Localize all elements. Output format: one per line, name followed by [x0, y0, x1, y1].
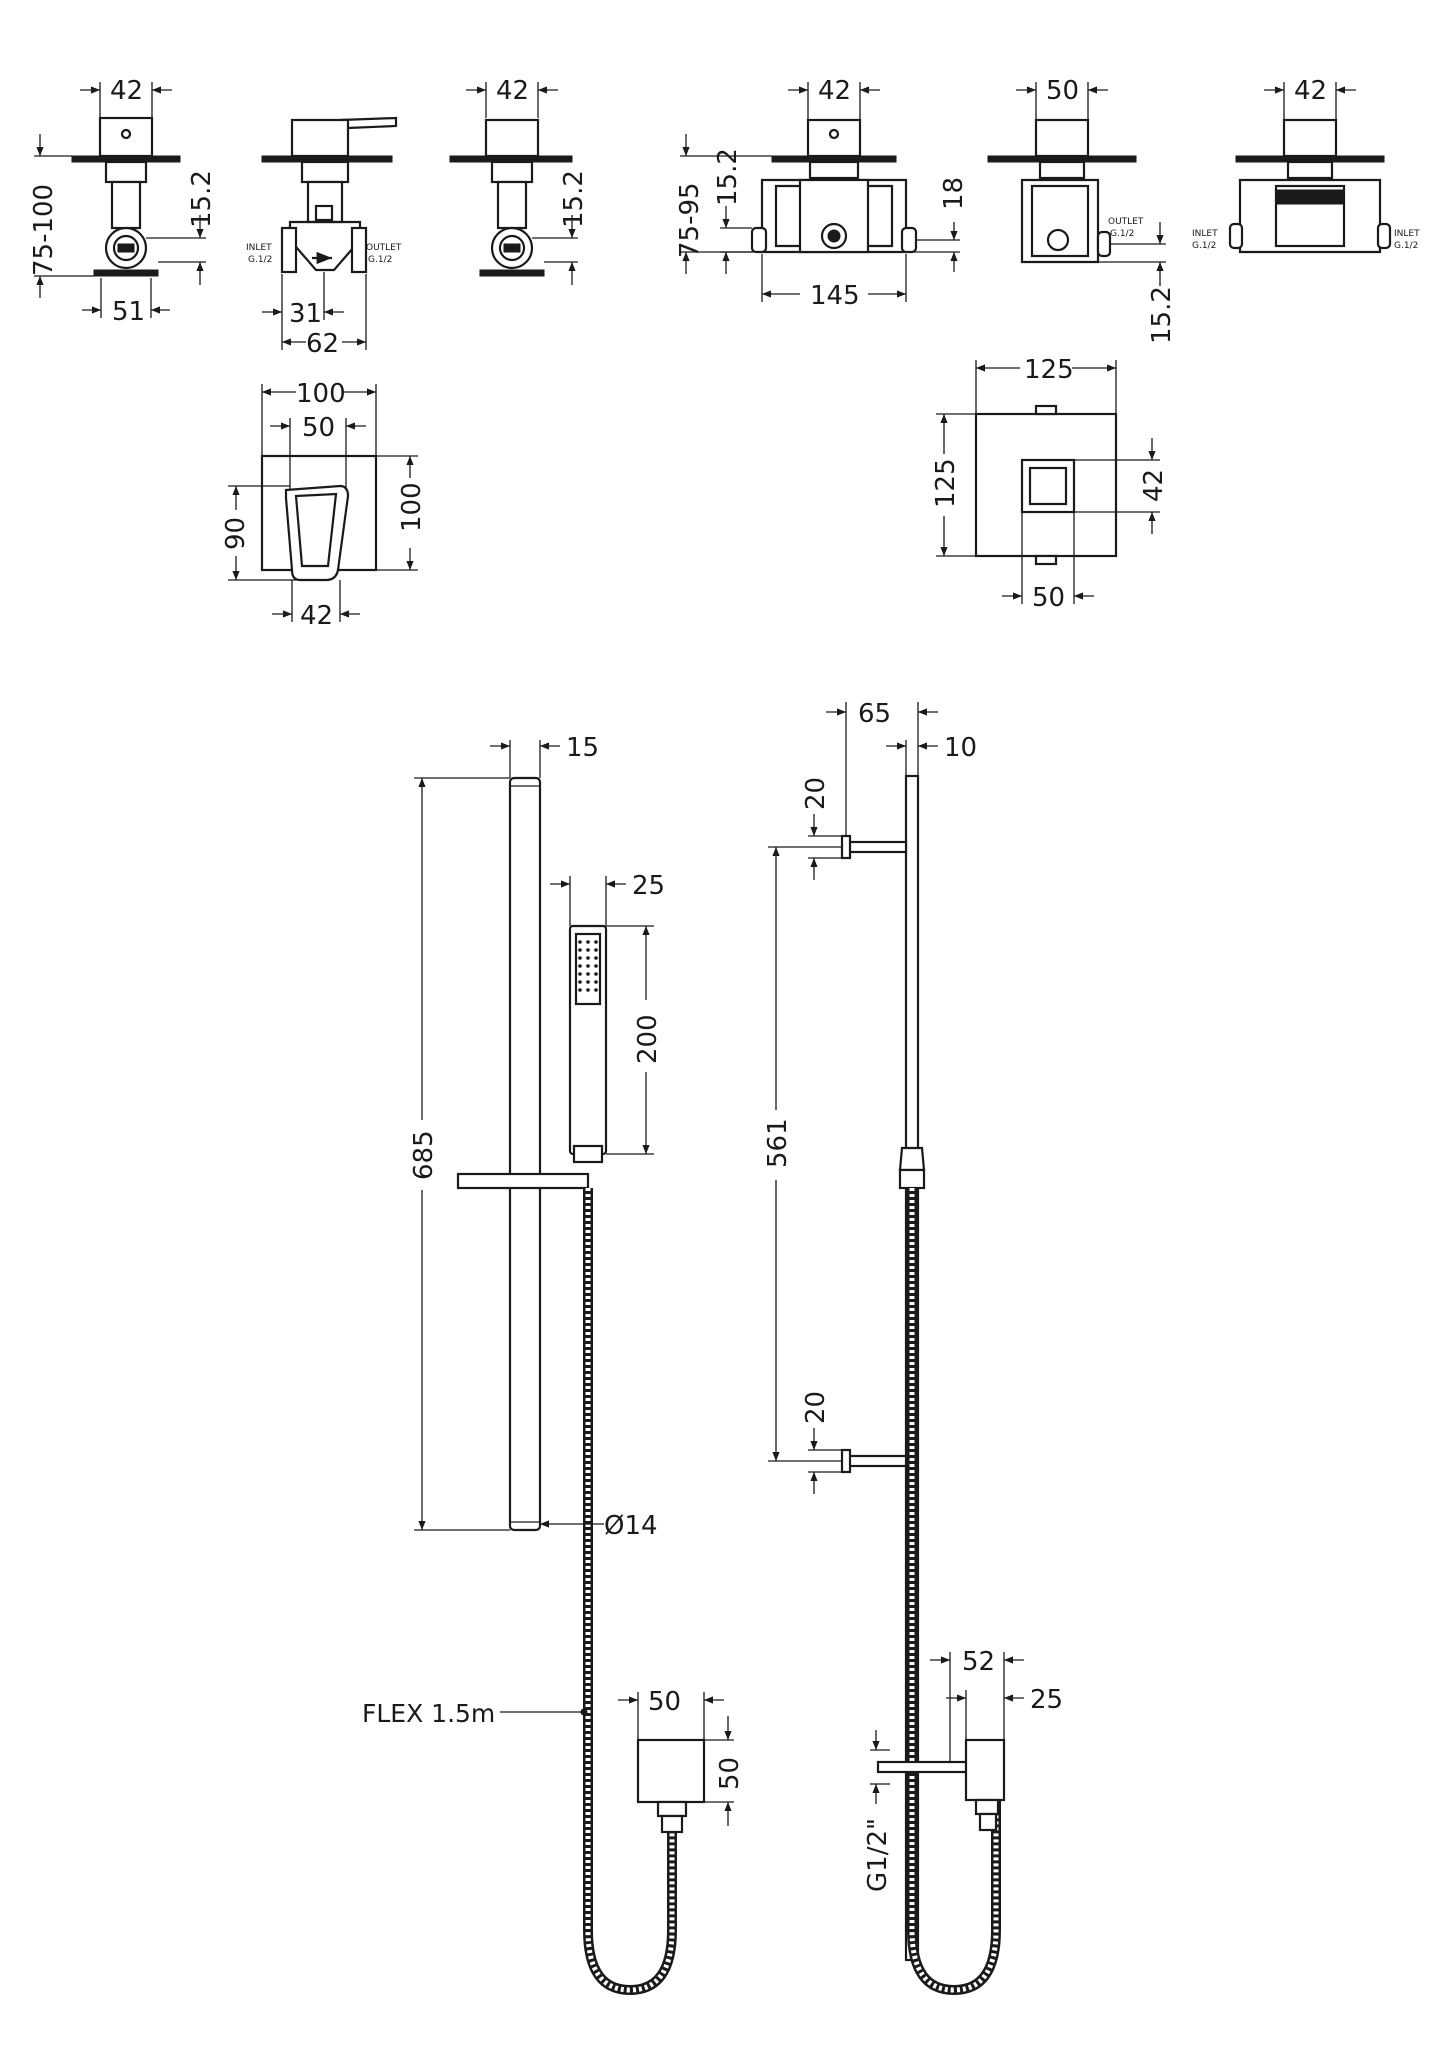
riser-rail-front-view: 15 685 25 200 Ø14 FLEX 1.5m 50: [362, 733, 745, 1996]
outlet-height-label: 50: [715, 1757, 745, 1790]
valve-c-width-label: 42: [496, 76, 529, 106]
inlet-label: INLET: [246, 243, 272, 253]
valve-b-half-label: 31: [289, 299, 322, 329]
box-c-inlet-left-size-label: G.1/2: [1192, 241, 1216, 251]
valve-c-offset-label: 15.2: [559, 170, 589, 228]
plate-inner-width-label: 50: [302, 413, 335, 443]
plate-height-label: 100: [397, 482, 427, 532]
plate-outer-width-label: 100: [296, 379, 346, 409]
valve-side-view-c: 42 15.2: [449, 76, 589, 285]
valve-a-offset-label: 15.2: [187, 170, 217, 228]
square-plate-bottom-label: 50: [1032, 583, 1065, 613]
rail-diameter-label: Ø14: [604, 1511, 658, 1541]
box-a-length-label: 145: [810, 281, 860, 311]
square-plate-width-label: 125: [1024, 355, 1074, 385]
box-b-outlet-label: OUTLET: [1108, 217, 1144, 227]
box-a-depth-label: 75-95: [675, 182, 705, 258]
box-b-outlet-size-label: G.1/2: [1110, 229, 1134, 239]
side-outlet-projection-label: 52: [962, 1647, 995, 1677]
plate-lever-width-label: 42: [300, 601, 333, 631]
box-a-offset-label: 15.2: [713, 148, 743, 206]
valve-a-width-label: 42: [110, 76, 143, 106]
valve-a-depth-label: 75-100: [29, 184, 59, 276]
side-bracket-bottom-label: 20: [801, 1391, 831, 1424]
handset-width-label: 25: [632, 871, 665, 901]
side-projection-label: 65: [858, 699, 891, 729]
valve-b-width-label: 62: [306, 329, 339, 359]
outlet-label: OUTLET: [366, 243, 402, 253]
rail-width-label: 15: [566, 733, 599, 763]
box-b-width-label: 50: [1046, 76, 1079, 106]
valve-a-base-label: 51: [112, 297, 145, 327]
side-rail-depth-label: 10: [944, 733, 977, 763]
rail-length-label: 685: [409, 1130, 439, 1180]
box-c-inlet-right-size-label: G.1/2: [1394, 241, 1418, 251]
box-view-c: 42 INLET G.1/2 INLET G.1/2: [1192, 76, 1420, 254]
box-b-offset-label: 15.2: [1147, 286, 1177, 344]
lever-plate-front-view: 100 50 90 100 42: [221, 379, 427, 631]
side-bracket-centres-label: 561: [763, 1118, 793, 1168]
side-thread-label: G1/2": [863, 1818, 893, 1892]
valve-section-view-b: INLET G.1/2 OUTLET G.1/2 31 62: [246, 116, 402, 359]
box-a-width-label: 42: [818, 76, 851, 106]
plate-lever-height-label: 90: [221, 517, 251, 550]
square-plate-knob-label: 42: [1139, 469, 1169, 502]
box-c-width-label: 42: [1294, 76, 1327, 106]
outlet-size-label: G.1/2: [368, 255, 392, 265]
flex-hose-label: FLEX 1.5m: [362, 1699, 495, 1728]
handset-spray-nozzles: [578, 940, 598, 992]
box-view-b: 50 OUTLET G.1/2 15.2: [987, 76, 1177, 344]
box-c-inlet-left-label: INLET: [1192, 229, 1218, 239]
outlet-width-label: 50: [648, 1687, 681, 1717]
square-plate-height-label: 125: [931, 458, 961, 508]
side-outlet-depth-label: 25: [1030, 1685, 1063, 1715]
box-view-a: 42 75-95 15.2 18 145: [675, 76, 969, 311]
riser-rail-side-view: 65 10 20 561 20 52 25: [763, 699, 1063, 1996]
box-a-side-label: 18: [939, 177, 969, 210]
inlet-size-label: G.1/2: [248, 255, 272, 265]
box-c-inlet-right-label: INLET: [1394, 229, 1420, 239]
side-bracket-top-label: 20: [801, 777, 831, 810]
valve-side-view-a: 42 75-100 15.2 51: [29, 76, 217, 327]
handset-length-label: 200: [633, 1014, 663, 1064]
square-plate-front-view: 125 125 42 50: [931, 355, 1169, 613]
